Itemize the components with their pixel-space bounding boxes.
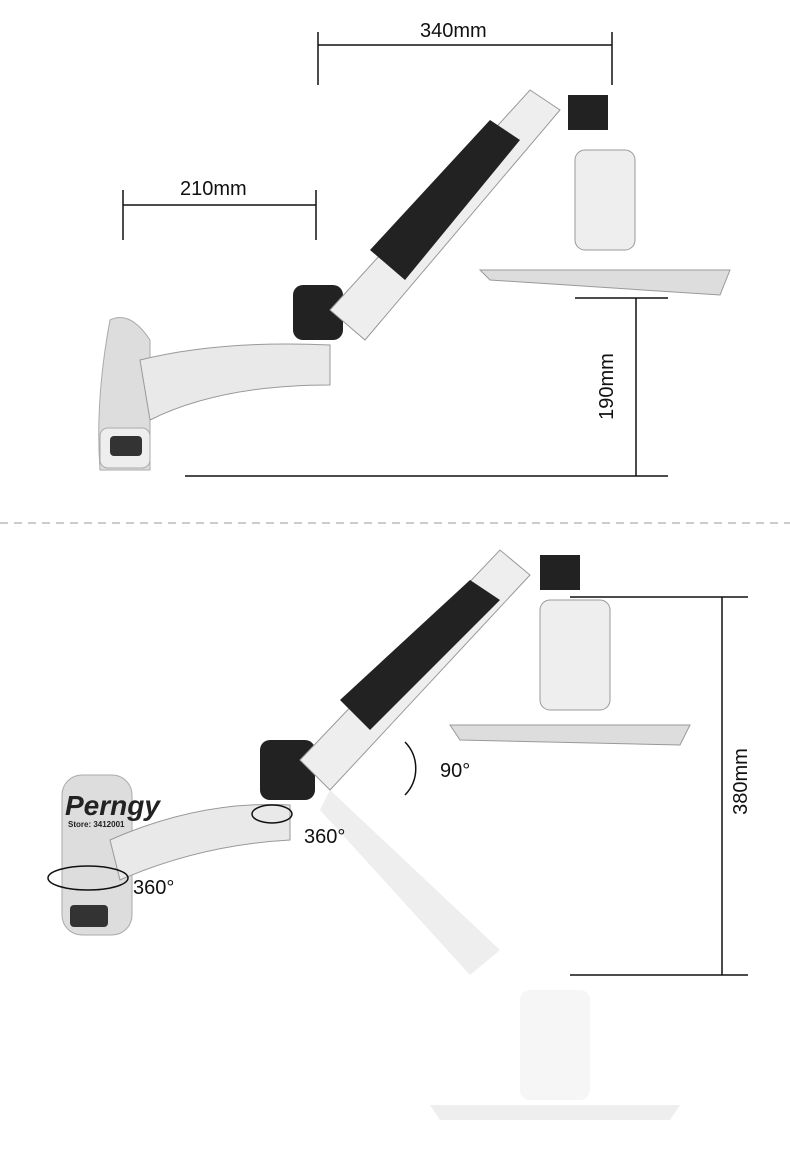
brand-watermark: Perngy — [65, 790, 160, 821]
width-dimension-label: 340mm — [420, 20, 487, 42]
store-watermark: Store: 3412001 — [68, 820, 125, 829]
base-swivel-label: 360° — [133, 877, 175, 899]
top-height-dimension-label: 190mm — [595, 353, 618, 420]
bottom-height-dimension-label: 380mm — [729, 748, 752, 815]
reach-dimension-label: 210mm — [180, 178, 247, 200]
tilt-angle-label: 90° — [440, 760, 471, 782]
top-arm — [98, 89, 731, 471]
bottom-arm — [61, 549, 691, 1120]
arm-swivel-label: 360° — [304, 826, 346, 848]
